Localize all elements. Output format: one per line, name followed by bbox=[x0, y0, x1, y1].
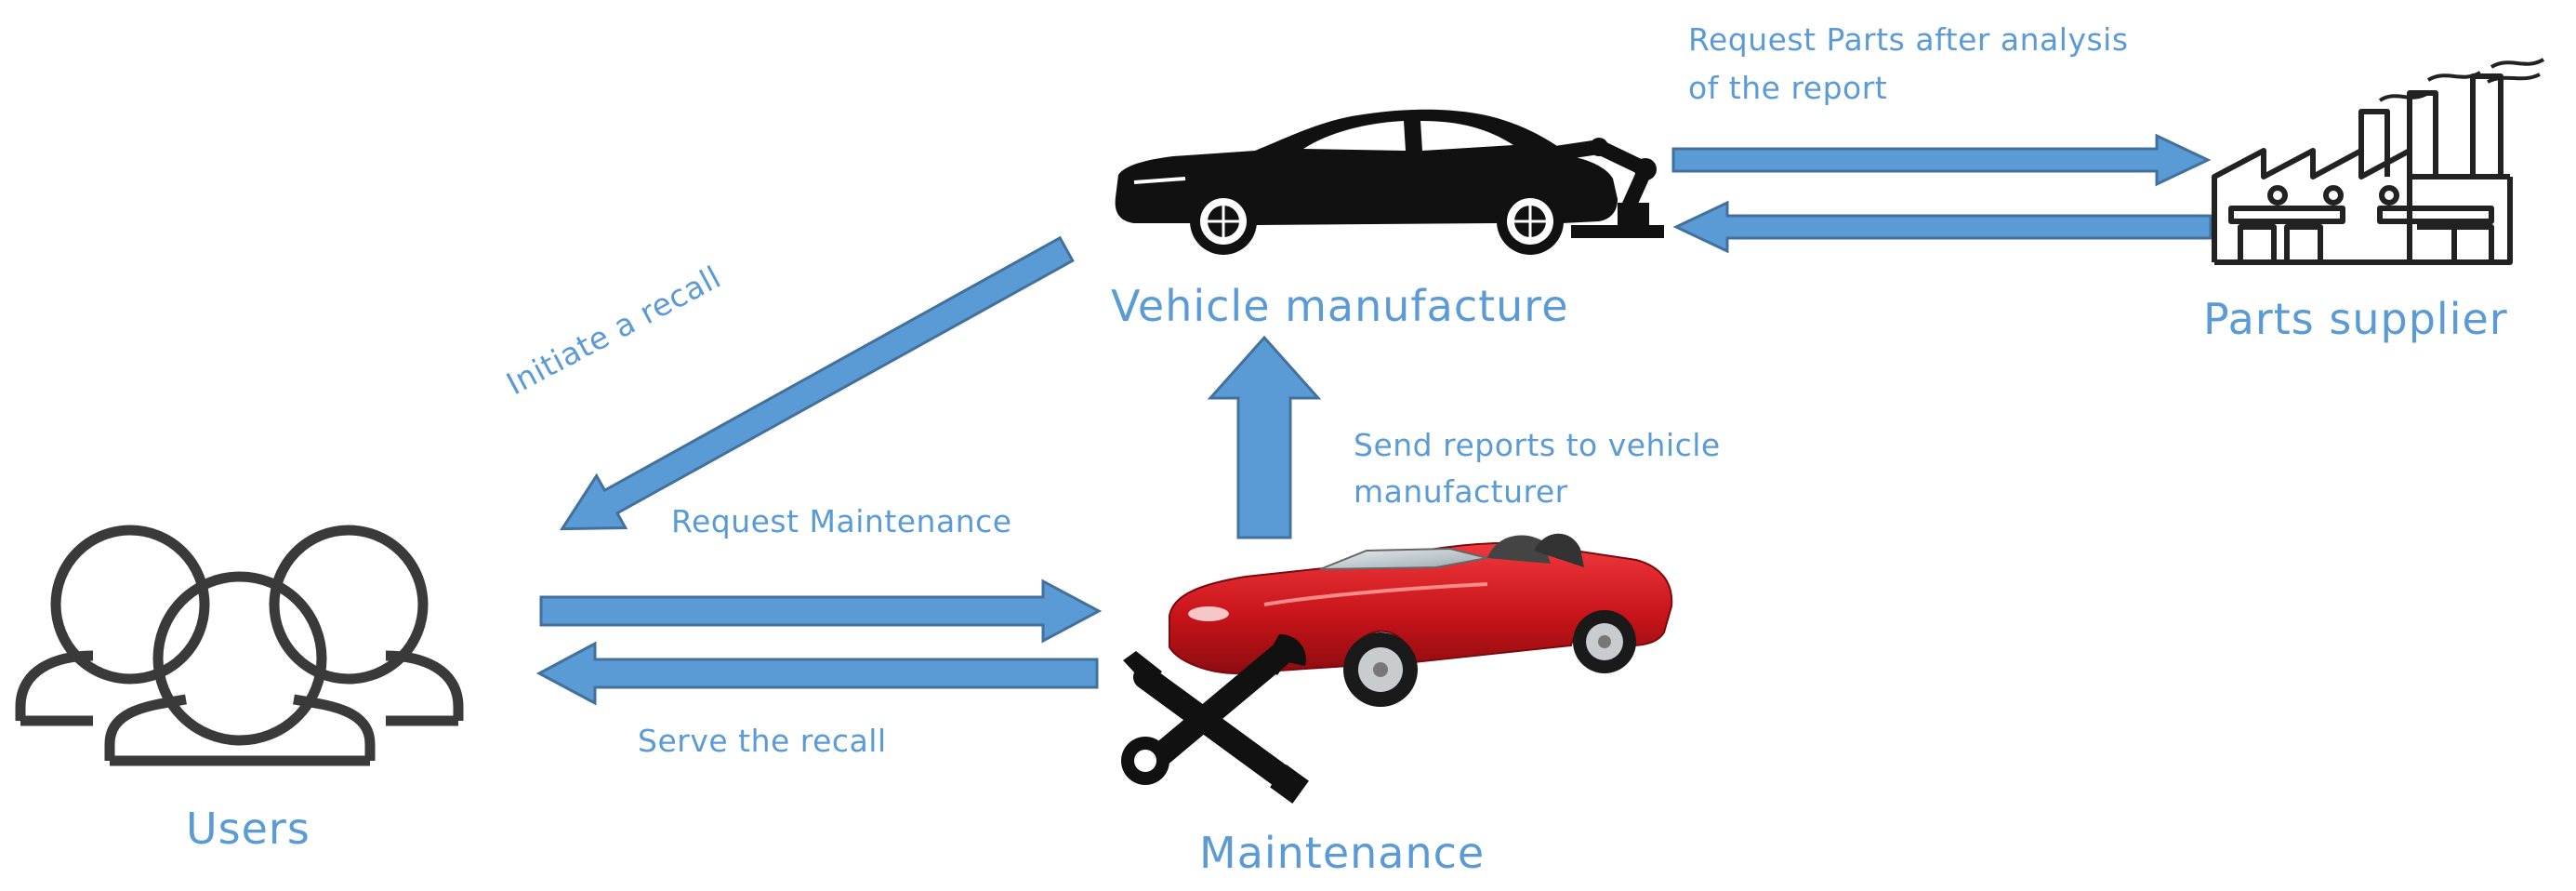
arrow-request-maintenance bbox=[539, 578, 1103, 644]
arrow-request-parts bbox=[1671, 133, 2212, 187]
sports-car-robot-arm-icon bbox=[1115, 109, 1664, 255]
arrow-parts-delivery bbox=[1672, 200, 2213, 254]
edge-label-send-reports-line2: manufacturer bbox=[1354, 473, 1568, 510]
edge-label-request-maintenance: Request Maintenance bbox=[671, 503, 1012, 539]
red-convertible-wrench-icon bbox=[1121, 533, 1673, 804]
arrow-send-reports bbox=[1207, 335, 1322, 539]
node-label-users: Users bbox=[186, 804, 310, 854]
edge-label-send-reports-line1: Send reports to vehicle bbox=[1354, 427, 1721, 463]
node-label-maintenance: Maintenance bbox=[1199, 828, 1486, 878]
arrow-serve-recall bbox=[535, 641, 1099, 706]
node-label-vehicle-manufacture: Vehicle manufacture bbox=[1111, 281, 1569, 331]
edge-label-serve-recall: Serve the recall bbox=[638, 723, 887, 759]
factory-icon bbox=[2212, 58, 2545, 265]
edge-label-request-parts-line2: of the report bbox=[1688, 70, 1888, 106]
node-label-parts-supplier: Parts supplier bbox=[2203, 294, 2508, 344]
users-group-icon bbox=[15, 525, 464, 766]
arrow-initiate-recall bbox=[559, 235, 1075, 531]
edge-label-request-parts-line1: Request Parts after analysis bbox=[1688, 21, 2129, 58]
